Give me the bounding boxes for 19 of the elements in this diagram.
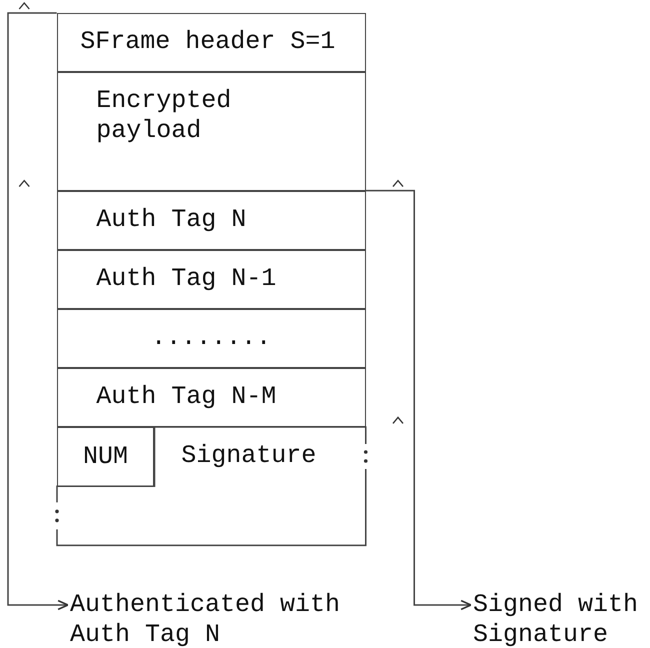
frame-field (56, 190, 366, 250)
field-label: Encrypted payload (96, 86, 232, 146)
bracket-arrow (366, 190, 472, 610)
field-label: ........ (150, 323, 272, 353)
field-label: Auth Tag N-1 (96, 264, 276, 294)
frame-field (56, 72, 366, 191)
bracket-arrow (7, 12, 69, 610)
field-label: Signature (181, 440, 316, 470)
field-label: NUM (82, 442, 129, 472)
frame-field (56, 309, 366, 368)
signature-field (56, 427, 366, 546)
field-label: Auth Tag N-M (96, 382, 276, 412)
frame-field (56, 368, 366, 428)
annotation-text: Signed with Signature (473, 590, 640, 648)
frame-field (56, 13, 366, 72)
field-label: Auth Tag N (96, 204, 246, 234)
frame-field (56, 250, 366, 309)
field-label: SFrame header S=1 (80, 27, 336, 57)
annotation-text: Authenticated with Auth Tag N (70, 590, 342, 648)
